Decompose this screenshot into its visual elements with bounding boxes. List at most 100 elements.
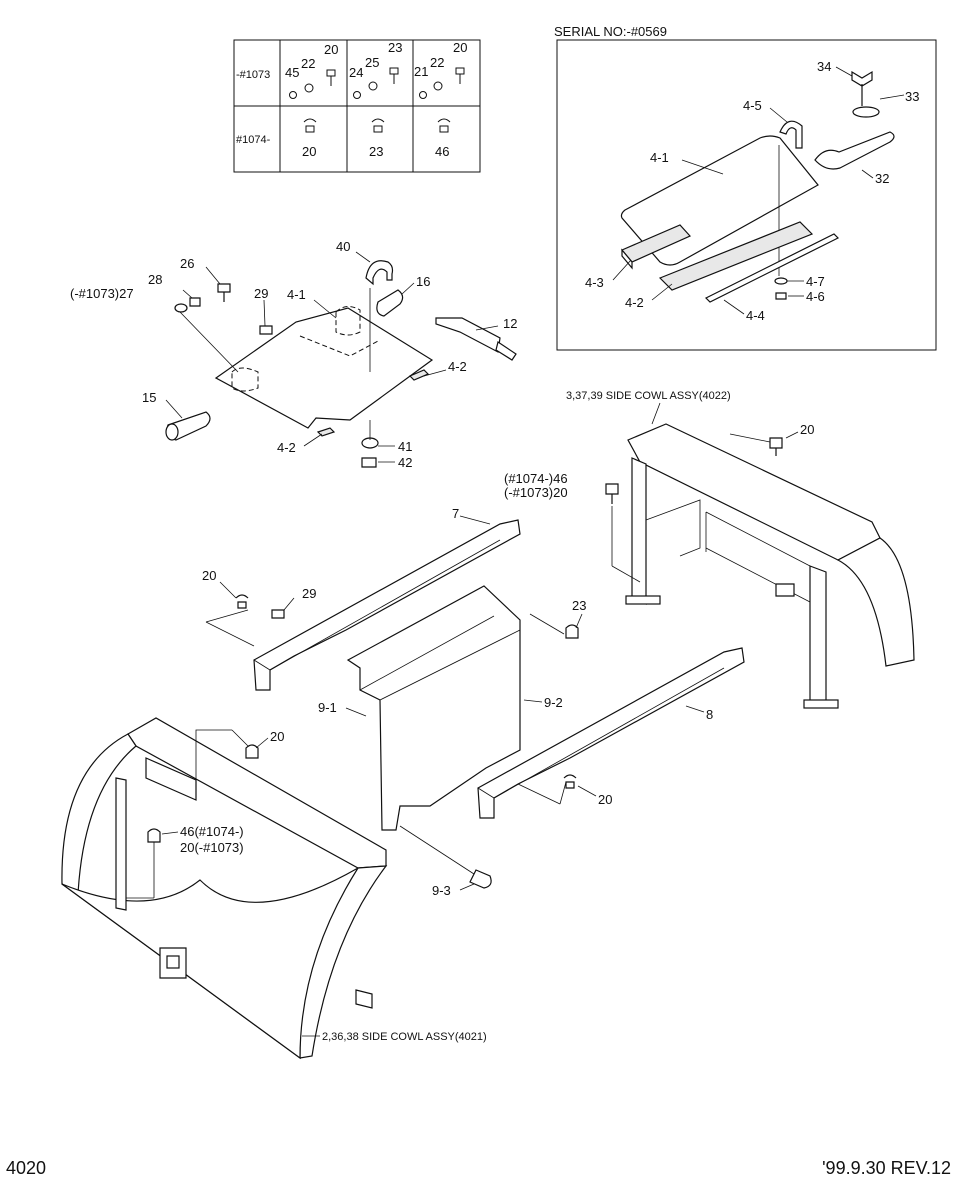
cowl-leg [809, 565, 827, 705]
callout-32: 32 [875, 171, 889, 186]
variant-table: -#1073 #1074- 45 22 20 24 25 23 21 22 20… [233, 39, 481, 173]
partition-plate: 23 9-2 9-1 9-3 [318, 585, 586, 898]
serial-inset: SERIAL NO:-#0569 34 33 4-5 4- [554, 24, 937, 351]
table-row-label-1: -#1073 [236, 69, 270, 81]
nut-icon [775, 292, 787, 300]
table-cell: 23 [388, 40, 402, 55]
callout-4-6: 4-6 [806, 289, 825, 304]
serial-note: SERIAL NO:-#0569 [554, 24, 667, 39]
bolt-icon [565, 624, 579, 639]
callout-20: 20 [598, 792, 612, 807]
nut-icon [259, 325, 273, 335]
callout-23: 23 [572, 598, 586, 613]
wing-bolt-icon [851, 70, 873, 106]
callout-15: 15 [142, 390, 156, 405]
nut-icon [189, 297, 201, 307]
callout-40: 40 [336, 239, 350, 254]
cross-member-8: 8 20 [477, 647, 745, 819]
callout-12: 12 [503, 316, 517, 331]
frame-beam [477, 647, 745, 819]
callout-16: 16 [416, 274, 430, 289]
callout-46: 46(#1074-) [180, 824, 244, 839]
bolt-icon [245, 744, 259, 759]
pin-icon [469, 869, 492, 889]
cowl-leg [631, 457, 647, 605]
cowl-front-face [61, 867, 359, 1060]
callout-20: 20 [270, 729, 284, 744]
callout-26: 26 [180, 256, 194, 271]
right-side-cowl: 3,37,39 SIDE COWL ASSY(4022) 20 (#1074-)… [504, 390, 915, 709]
callout-29: 29 [254, 286, 268, 301]
table-cell: 25 [365, 55, 379, 70]
handle-icon [779, 120, 803, 149]
callout-28: 28 [148, 272, 162, 287]
assembly-label-right: 3,37,39 SIDE COWL ASSY(4022) [566, 390, 731, 402]
callout-4-3: 4-3 [585, 275, 604, 290]
pad [658, 221, 814, 291]
clip-icon [235, 594, 249, 609]
cowl-top [627, 423, 881, 561]
washer-icon [774, 277, 788, 285]
bolt-icon [605, 483, 619, 504]
seat-plate-assembly: 26 28 (-#1073)27 29 4-1 40 16 12 15 4-2 … [70, 239, 517, 470]
washer-icon [174, 303, 188, 313]
callout-9-1: 9-1 [318, 700, 337, 715]
callout-7: 7 [452, 506, 459, 521]
cowl-top [127, 717, 387, 869]
callout-46: (#1074-)46 [504, 471, 568, 486]
cowl-side-panel [836, 537, 915, 667]
bolt-icon [769, 437, 783, 456]
table-cell: 22 [430, 55, 444, 70]
seat-plate [214, 307, 434, 429]
strip [704, 233, 840, 303]
table-cell: 21 [414, 64, 428, 79]
callout-4-4: 4-4 [746, 308, 765, 323]
callout-8: 8 [706, 707, 713, 722]
cross-member-7: 7 20 29 [202, 506, 521, 691]
washer-icon [852, 106, 880, 118]
revision-date: '99.9.30 REV.12 [822, 1158, 951, 1178]
frame-beam [253, 519, 521, 691]
callout-4-2: 4-2 [625, 295, 644, 310]
left-side-cowl: 20 46(#1074-) 20(-#1073) 2,36,38 SIDE CO… [61, 717, 487, 1060]
table-cell: 20 [453, 40, 467, 55]
callout-20: 20 [202, 568, 216, 583]
page-number: 4020 [6, 1158, 47, 1178]
callout-33: 33 [905, 89, 919, 104]
callout-34: 34 [817, 59, 831, 74]
callout-4-2: 4-2 [448, 359, 467, 374]
hinge [814, 131, 895, 170]
clip-icon [563, 774, 577, 789]
callout-42: 42 [398, 455, 412, 470]
nut-icon [361, 457, 377, 468]
assembly-label-left: 2,36,38 SIDE COWL ASSY(4021) [322, 1031, 487, 1043]
callout-29: 29 [302, 586, 316, 601]
callout-4-7: 4-7 [806, 274, 825, 289]
callout-20: 20 [800, 422, 814, 437]
callout-9-2: 9-2 [544, 695, 563, 710]
gas-spring [435, 317, 501, 353]
callout-4-1: 4-1 [650, 150, 669, 165]
table-cell: 46 [435, 144, 449, 159]
nut-icon [271, 609, 285, 619]
cowl-leg [115, 777, 127, 911]
table-cell: 23 [369, 144, 383, 159]
callout-41: 41 [398, 439, 412, 454]
bolt-icon [217, 283, 231, 302]
table-row-label-2: #1074- [236, 134, 271, 146]
callout-4-1: 4-1 [287, 287, 306, 302]
table-cell: 22 [301, 56, 315, 71]
u-bolt-icon [365, 260, 394, 286]
bolt-icon [147, 828, 161, 843]
table-cell: 45 [285, 65, 299, 80]
callout-27: (-#1073)27 [70, 286, 134, 301]
cowl-arch [61, 733, 137, 896]
callout-4-2: 4-2 [277, 440, 296, 455]
table-cell: 24 [349, 65, 363, 80]
table-cell: 20 [302, 144, 316, 159]
callout-9-3: 9-3 [432, 883, 451, 898]
bumper [376, 289, 404, 317]
table-cell: 20 [324, 42, 338, 57]
callout-20: 20(-#1073) [180, 840, 244, 855]
